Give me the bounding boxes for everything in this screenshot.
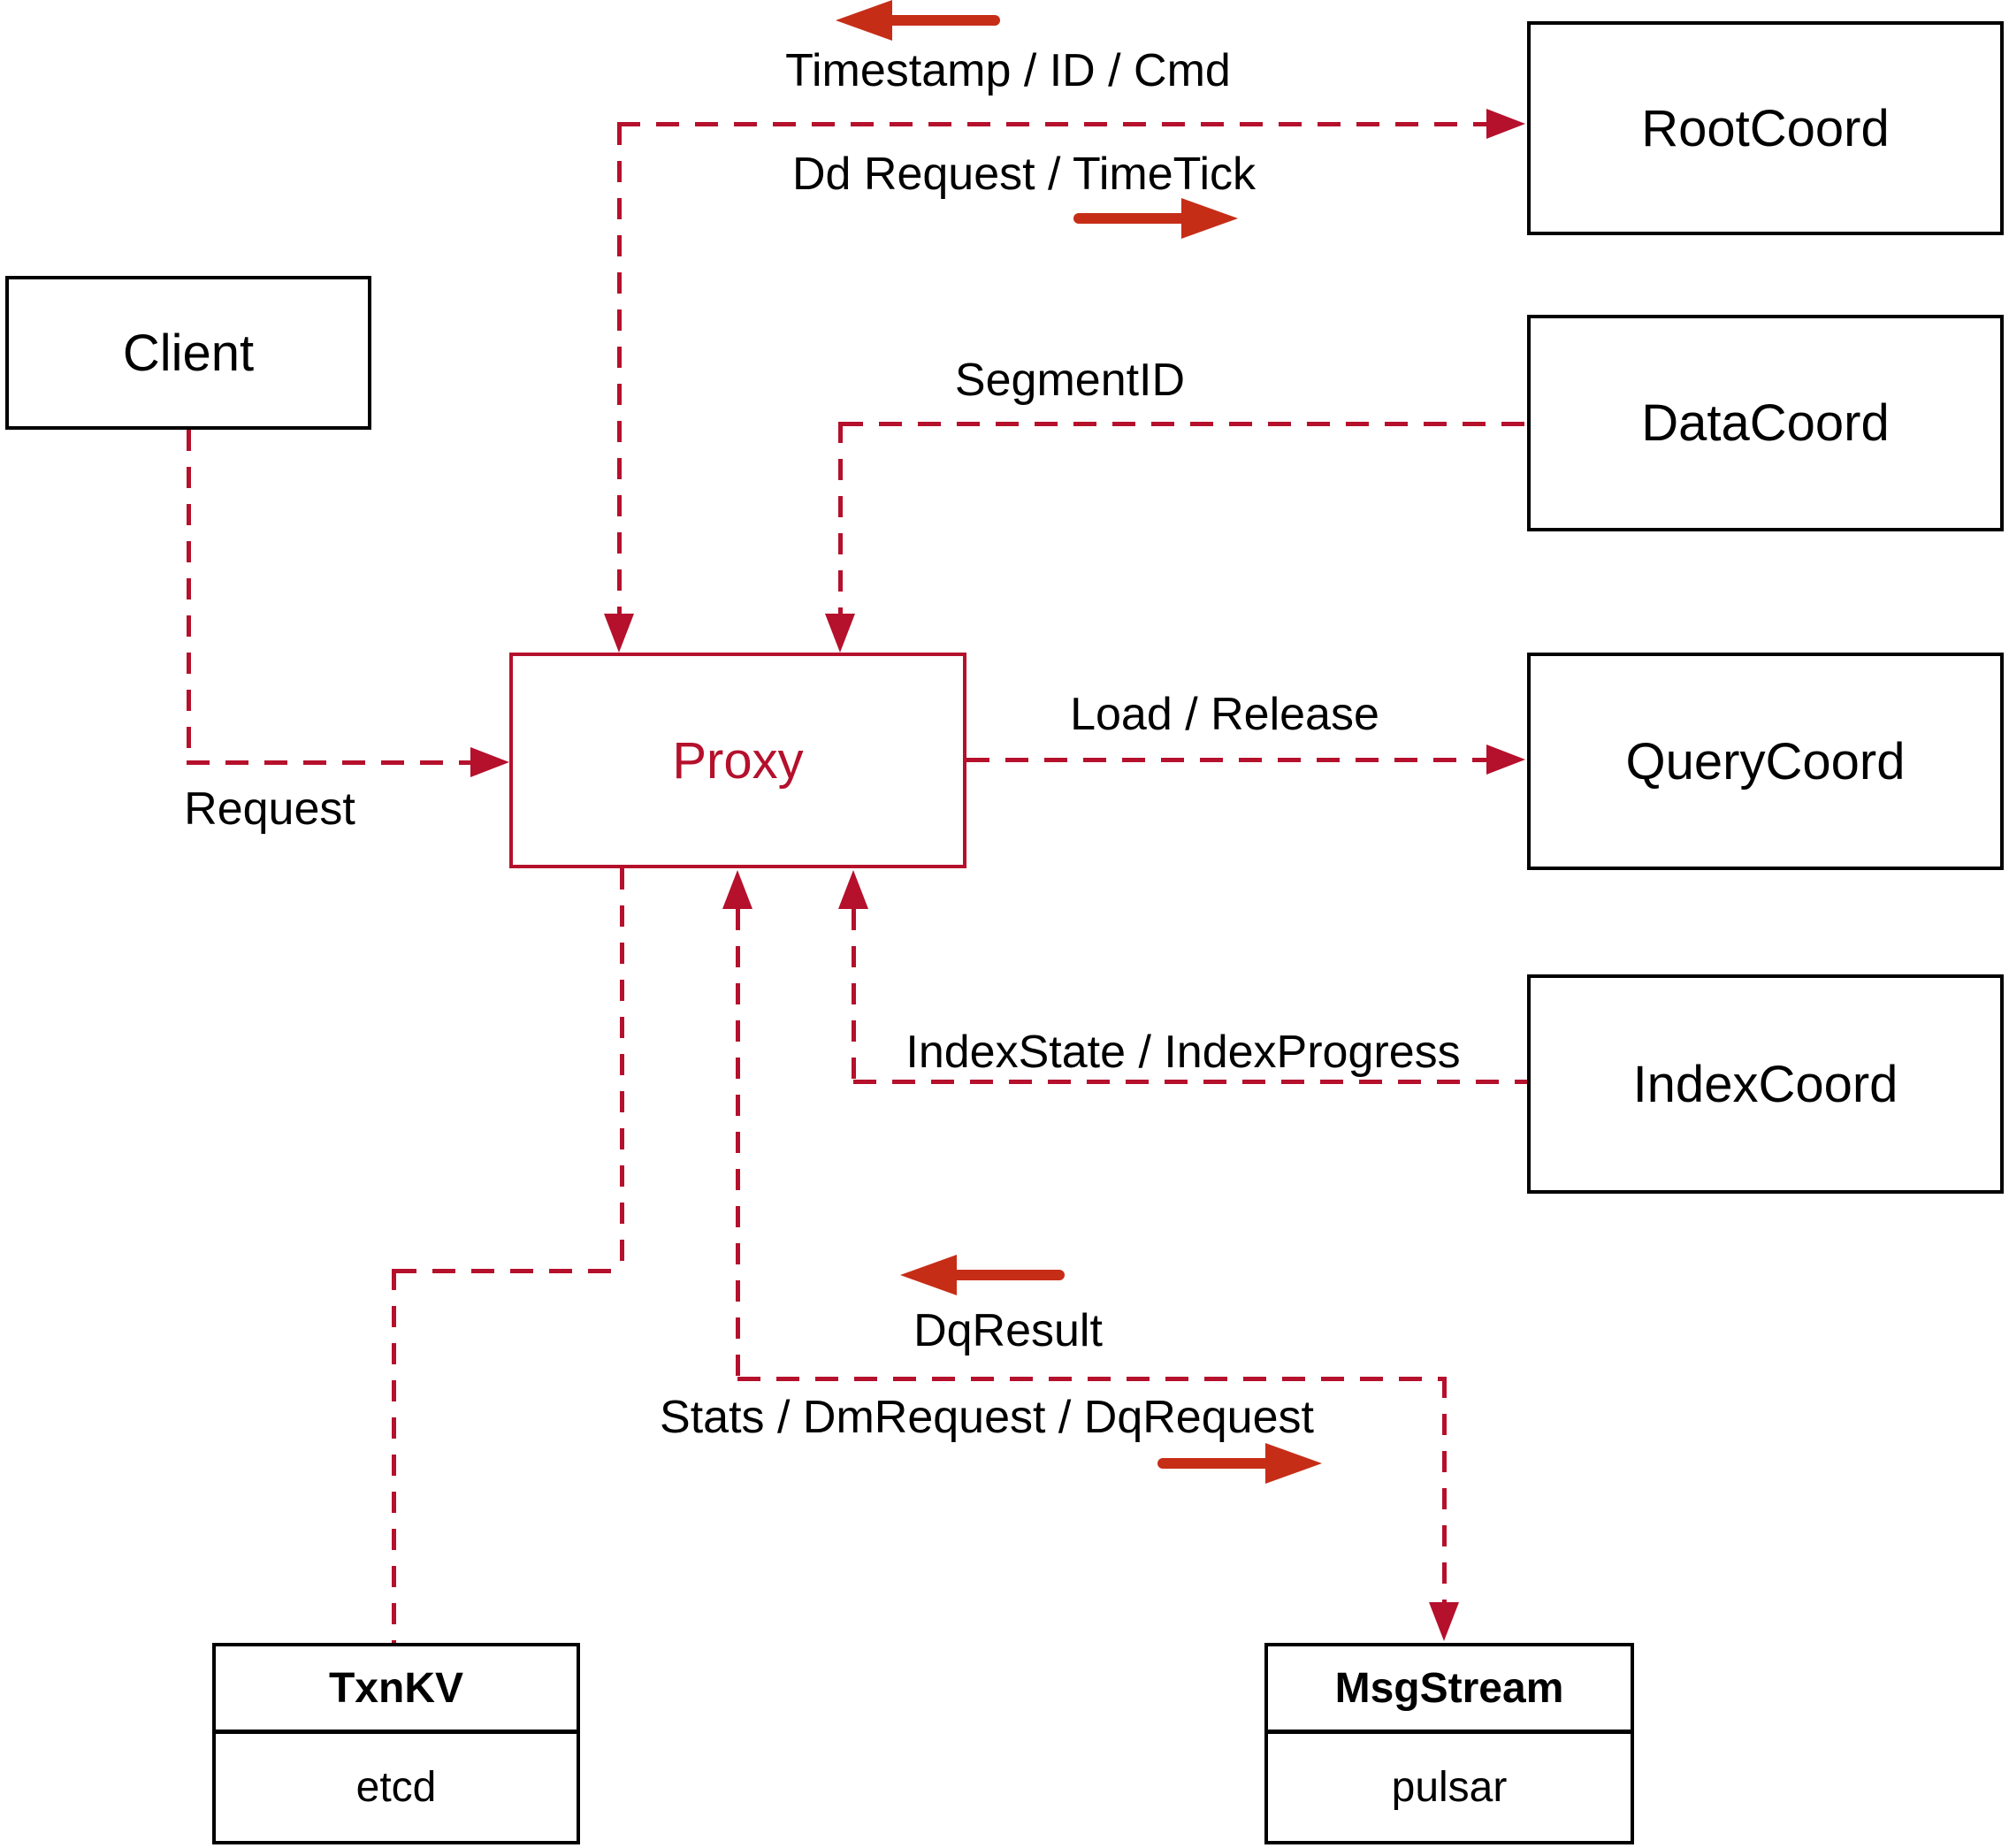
msgstream-title: MsgStream	[1268, 1646, 1631, 1734]
edge-proxy-querycoord-horizontal	[966, 758, 1486, 762]
arrow-head	[1265, 1443, 1322, 1484]
direction-arrow-left-timestamp-icon	[836, 0, 1004, 41]
arrow-head	[1181, 198, 1238, 239]
edge-label-request: Request	[184, 783, 355, 835]
edge-label-timestamp-id-cmd: Timestamp / ID / Cmd	[785, 45, 1231, 96]
direction-arrow-right-ddrequest-icon	[1070, 198, 1238, 239]
msgstream-subtitle: pulsar	[1391, 1764, 1508, 1811]
edge-label-indexstate-progress: IndexState / IndexProgress	[905, 1027, 1461, 1078]
arrow-head	[900, 1255, 957, 1295]
arrow-shaft	[885, 15, 1000, 26]
arrowhead-into-proxy-top-right-icon	[825, 614, 855, 653]
client-node: Client	[5, 276, 371, 430]
edge-proxy-msgstream-vertical-lower	[1442, 1377, 1447, 1602]
txnkv-node: TxnKV etcd	[212, 1643, 580, 1844]
edge-proxy-txnkv-horizontal	[393, 1269, 622, 1273]
edge-label-stats-dm-dq: Stats / DmRequest / DqRequest	[660, 1392, 1314, 1443]
edge-datacoord-proxy-horizontal	[840, 422, 1527, 426]
rootcoord-label: RootCoord	[1641, 99, 1890, 157]
edge-proxy-rootcoord-horizontal	[617, 122, 1486, 126]
arrow-shaft	[950, 1270, 1065, 1280]
arrow-shaft	[1073, 213, 1188, 224]
client-label: Client	[122, 324, 255, 382]
direction-arrow-left-dqresult-icon	[900, 1255, 1068, 1295]
datacoord-label: DataCoord	[1641, 394, 1890, 452]
indexcoord-label: IndexCoord	[1632, 1055, 1898, 1113]
edge-label-dqresult: DqResult	[913, 1305, 1103, 1356]
indexcoord-node: IndexCoord	[1527, 974, 2004, 1194]
msgstream-node: MsgStream pulsar	[1264, 1643, 1634, 1844]
proxy-node: Proxy	[509, 653, 966, 868]
edge-proxy-txnkv-vertical-lower	[392, 1269, 396, 1643]
querycoord-node: QueryCoord	[1527, 653, 2004, 870]
querycoord-label: QueryCoord	[1625, 732, 1906, 790]
edge-indexcoord-proxy-horizontal	[853, 1080, 1527, 1084]
arrowhead-into-proxy-left-icon	[470, 747, 509, 777]
edge-proxy-msgstream-vertical-upper	[736, 909, 740, 1378]
edge-label-dd-request-timetick: Dd Request / TimeTick	[791, 149, 1257, 200]
edge-indexcoord-proxy-vertical	[852, 909, 856, 1081]
txnkv-subtitle: etcd	[355, 1764, 437, 1811]
arrowhead-into-rootcoord-icon	[1486, 109, 1525, 139]
edge-proxy-txnkv-vertical-upper	[620, 868, 624, 1271]
proxy-label: Proxy	[672, 731, 804, 790]
arrowhead-into-msgstream-icon	[1429, 1602, 1459, 1641]
edge-proxy-msgstream-horizontal	[737, 1377, 1444, 1381]
edge-datacoord-proxy-vertical	[838, 422, 843, 614]
edge-client-proxy-vertical	[187, 430, 191, 762]
arrow-head	[836, 0, 892, 41]
arrow-shaft	[1157, 1458, 1272, 1469]
arrowhead-into-proxy-top-left-icon	[604, 614, 634, 653]
rootcoord-node: RootCoord	[1527, 21, 2004, 235]
arrowhead-into-proxy-bottom-right-icon	[838, 870, 868, 909]
edge-proxy-rootcoord-vertical	[617, 124, 622, 614]
edge-label-load-release: Load / Release	[1070, 689, 1379, 740]
datacoord-node: DataCoord	[1527, 315, 2004, 531]
arrowhead-into-proxy-bottom-left-icon	[722, 870, 752, 909]
arrowhead-into-querycoord-icon	[1486, 745, 1525, 775]
edge-label-segmentid: SegmentID	[954, 355, 1186, 406]
edge-client-proxy-horizontal	[187, 760, 470, 765]
txnkv-title: TxnKV	[216, 1646, 577, 1734]
direction-arrow-right-stats-icon	[1154, 1443, 1322, 1484]
